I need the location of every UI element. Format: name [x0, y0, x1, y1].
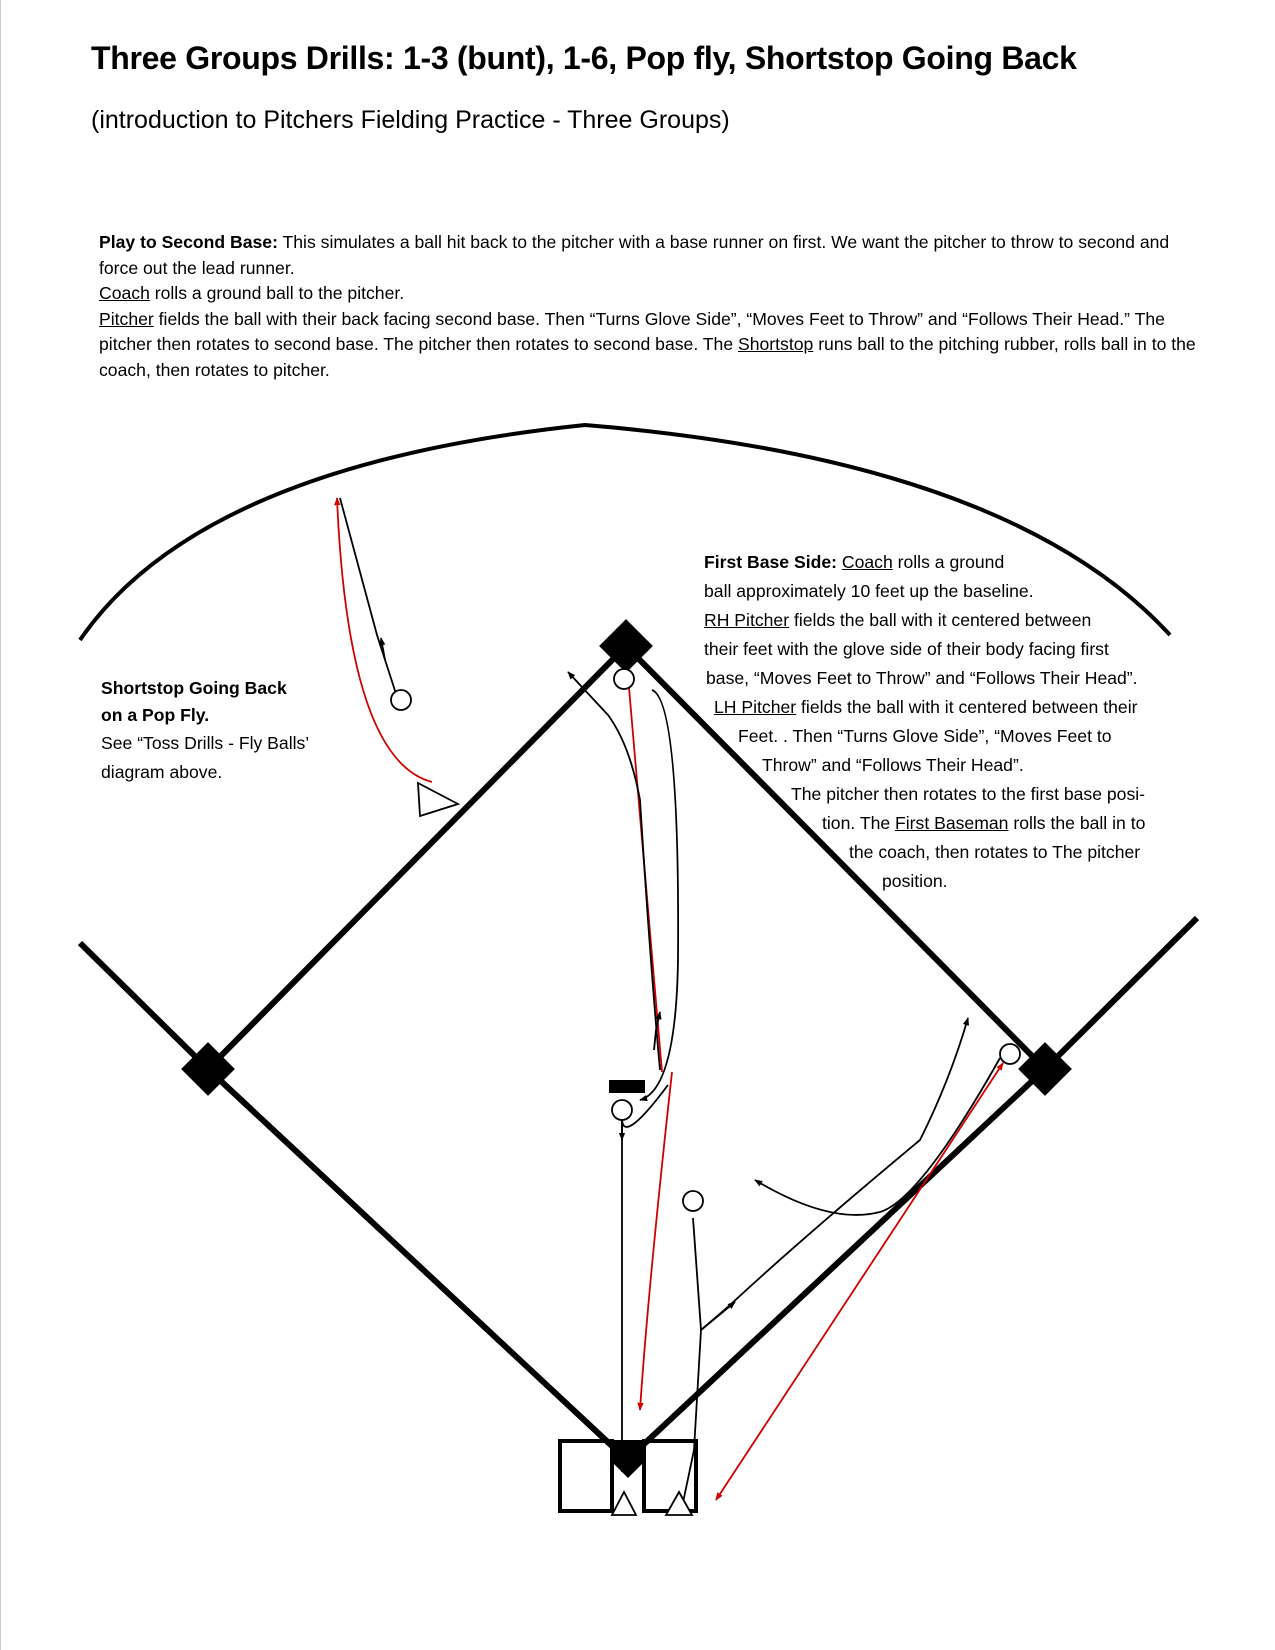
- first-base-side-text: The pitcher then rotates to the first ba…: [791, 784, 1146, 804]
- first-base-coach-roll: [680, 1329, 702, 1513]
- shortstop-route: [339, 497, 399, 701]
- first-base-side-line: The pitcher then rotates to the first ba…: [791, 782, 1145, 806]
- throw-first-base: [715, 1062, 1004, 1501]
- shortstop-note-heading: Shortstop Going Back on a Pop Fly.: [101, 678, 287, 725]
- first-base-side-line: Throw” and “Follows Their Head”.: [762, 753, 1024, 777]
- coach-roll-route: [621, 1084, 669, 1472]
- first-base-side-line: RH Pitcher fields the ball with it cente…: [704, 608, 1091, 632]
- first-base-side-text: Throw” and “Follows Their Head”.: [762, 755, 1024, 775]
- first-base-side-role: RH Pitcher: [704, 610, 790, 630]
- shortstop-text: runs ball to the pitching rubber, rolls …: [99, 334, 1196, 380]
- first-base-side-line: their feet with the glove side of their …: [704, 637, 1109, 661]
- first-baseman-route: [754, 1057, 1001, 1216]
- first-base-pitcher-arrow: [700, 1301, 736, 1331]
- first-base-side-role: LH Pitcher: [714, 697, 797, 717]
- pitcher-to-second-route: [567, 671, 661, 1071]
- first-baseman-player: [999, 1043, 1021, 1065]
- first-base-side-line: base, “Moves Feet to Throw” and “Follows…: [706, 666, 1138, 690]
- first-base-side-text: ball approximately 10 feet up the baseli…: [704, 581, 1034, 601]
- first-base-side-line: First Base Side: Coach rolls a ground: [704, 550, 1004, 574]
- first-base-side-line: the coach, then rotates to The pitcher: [849, 840, 1140, 864]
- pitcher-route-up: [653, 1011, 662, 1051]
- first-base-side-text: their feet with the glove side of their …: [704, 639, 1109, 659]
- throw-pop-fly: [334, 497, 433, 783]
- second-base-line1: Play to Second Base: This simulates a ba…: [99, 230, 1209, 281]
- shortstop-route-arrow: [379, 637, 386, 661]
- first-base: [1018, 1042, 1072, 1096]
- first-base-side-line: position.: [882, 869, 948, 893]
- first-base-side-text: fields the ball with it centered between: [789, 610, 1092, 630]
- pitcher-player: [611, 1099, 633, 1121]
- coach-line: Coach rolls a ground ball to the pitcher…: [99, 281, 1209, 307]
- first-base-side-text: the coach, then rotates to The pitcher: [849, 842, 1141, 862]
- first-base-side-text: fields the ball with it centered between…: [796, 697, 1138, 717]
- pitcher-line: Pitcher fields the ball with their back …: [99, 307, 1209, 384]
- first-base-side-line: LH Pitcher fields the ball with it cente…: [714, 695, 1137, 719]
- foul-line-left: [77, 940, 211, 1072]
- first-base-side-line: tion. The First Baseman rolls the ball i…: [822, 811, 1145, 835]
- second-base-description: This simulates a ball hit back to the pi…: [99, 232, 1170, 278]
- first-base-side-heading: First Base Side:: [704, 552, 837, 572]
- pitcher-text: fields the ball with their back facing s…: [99, 308, 1165, 355]
- first-base-side-line: Feet. . Then “Turns Glove Side”, “Moves …: [738, 724, 1112, 748]
- coach-text: rolls a ground ball to the pitcher.: [154, 283, 405, 304]
- first-base-side-text: rolls a ground: [892, 552, 1005, 572]
- coach-home-right: [664, 1490, 694, 1516]
- shortstop-note: Shortstop Going Back on a Pop Fly. See “…: [101, 675, 311, 787]
- first-base-pitcher-player: [682, 1190, 704, 1212]
- first-base-pitcher-route: [692, 1017, 970, 1332]
- second-base-player: [613, 668, 635, 690]
- coach-home-left: [610, 1490, 638, 1516]
- outfield-arc: [78, 422, 1172, 642]
- first-base-side-role: First Baseman: [895, 813, 1009, 833]
- baseline-home-third: [205, 1066, 630, 1463]
- baseline-second-first: [623, 643, 1048, 1072]
- foul-line-right: [1042, 915, 1200, 1072]
- baseline-first-home: [624, 1066, 1048, 1463]
- first-base-side-text: Feet. . Then “Turns Glove Side”, “Moves …: [738, 726, 1112, 746]
- second-base-heading: Play to Second Base:: [99, 232, 278, 252]
- shortstop-player: [390, 689, 412, 711]
- home-plate: [610, 1440, 646, 1478]
- second-base-play-text: Play to Second Base: This simulates a ba…: [99, 230, 1209, 384]
- coach-pop-fly: [417, 781, 461, 818]
- pitching-rubber: [609, 1080, 645, 1093]
- batters-box-left: [558, 1439, 614, 1513]
- shortstop-label: Shortstop: [738, 334, 814, 355]
- first-base-side-line: ball approximately 10 feet up the baseli…: [704, 579, 1034, 603]
- first-base-side-text: tion. The: [822, 813, 896, 833]
- page-subtitle: (introduction to Pitchers Fielding Pract…: [91, 106, 730, 134]
- baseline-third-second: [205, 643, 629, 1072]
- throw-pitcher-to-second: [637, 1071, 673, 1411]
- shortstop-to-rubber-route: [639, 689, 680, 1102]
- pitcher-label: Pitcher: [99, 308, 154, 329]
- coach-label: Coach: [99, 283, 150, 304]
- page-edge: [0, 0, 1, 1650]
- first-base-side-role: Coach: [841, 552, 893, 572]
- first-base-side-text: rolls the ball in to: [1008, 813, 1146, 833]
- page-title: Three Groups Drills: 1-3 (bunt), 1-6, Po…: [91, 40, 1077, 76]
- shortstop-note-body: See “Toss Drills - Fly Balls’ diagram ab…: [101, 733, 309, 782]
- first-base-side-text: position.: [882, 871, 948, 891]
- first-base-side-text: base, “Moves Feet to Throw” and “Follows…: [706, 668, 1138, 688]
